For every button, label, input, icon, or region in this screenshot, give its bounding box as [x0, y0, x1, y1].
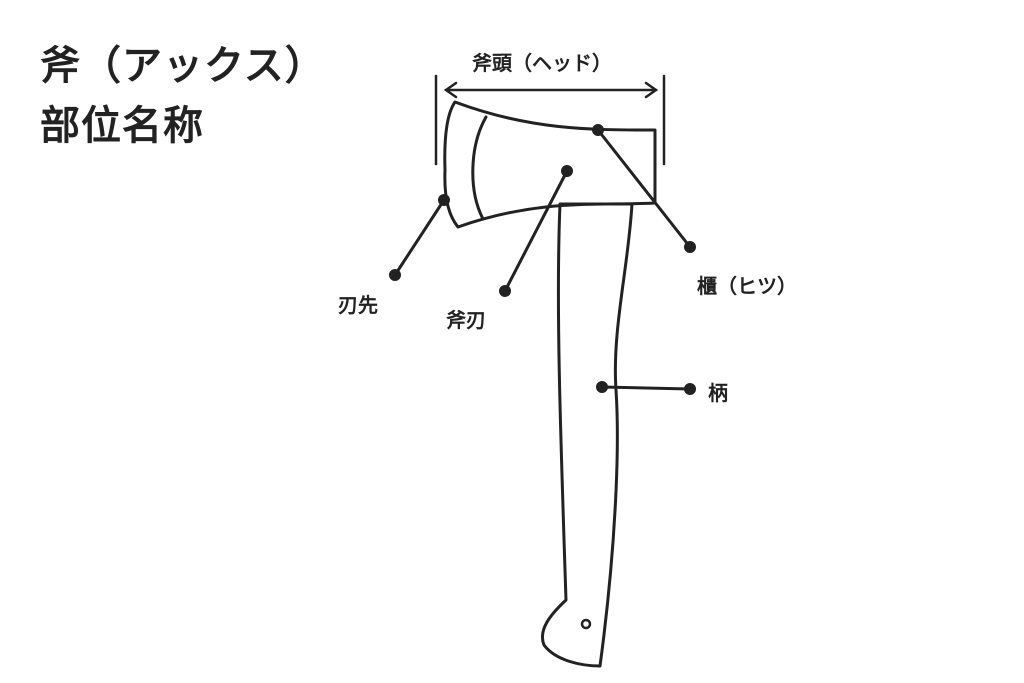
- edge-dot-start: [438, 194, 450, 206]
- axe-handle: [541, 202, 634, 668]
- edge-leader-line: [393, 198, 446, 277]
- title-line-1: 斧（アックス）: [40, 43, 326, 89]
- handle-dot-end: [684, 383, 696, 395]
- title-line-2: 部位名称: [40, 103, 204, 149]
- diagram-title: 斧（アックス） 部位名称: [40, 36, 326, 156]
- blade-dot-end: [499, 285, 511, 297]
- label-handle: 柄: [708, 381, 728, 405]
- label-blade: 斧刃: [446, 308, 486, 332]
- label-butt: 櫃（ヒツ）: [697, 274, 797, 298]
- handle-leader-line: [600, 385, 692, 391]
- blade-leader-line: [503, 169, 569, 293]
- butt-leader-line: [596, 128, 692, 249]
- handle-dot-start: [596, 381, 608, 393]
- butt-dot-end: [684, 241, 696, 253]
- axe-bevel-line: [471, 115, 488, 221]
- label-edge: 刃先: [338, 293, 378, 317]
- blade-dot-start: [561, 165, 573, 177]
- head-dim-arrowhead-right: [644, 81, 659, 99]
- butt-dot-start: [592, 124, 604, 136]
- edge-dot-end: [389, 269, 401, 281]
- label-head: 斧頭（ヘッド）: [472, 51, 612, 75]
- handle-hole: [580, 618, 592, 630]
- head-dim-arrowhead-left: [443, 81, 458, 99]
